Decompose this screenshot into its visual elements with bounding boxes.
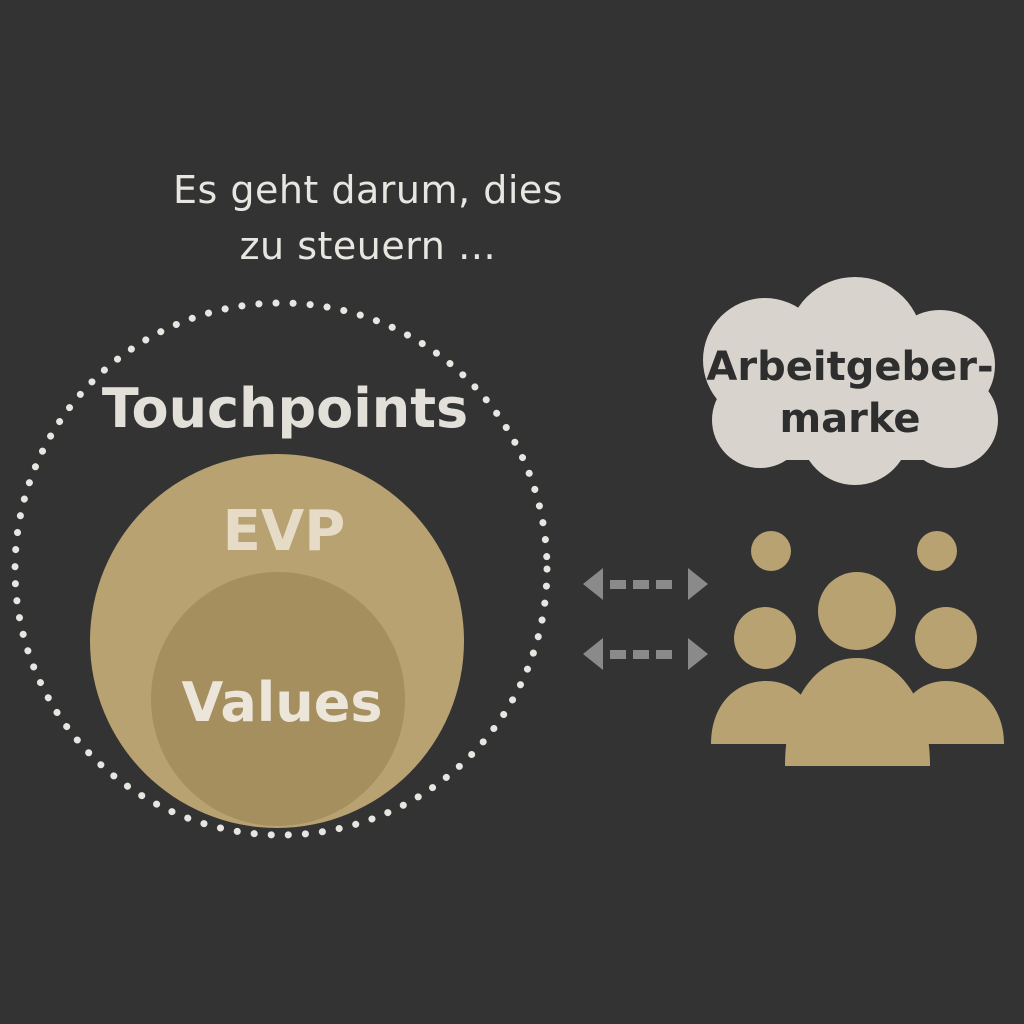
headline-line-2: zu steuern … — [239, 224, 497, 268]
cloud-label-line-1: Arbeitgeber- — [706, 344, 993, 390]
touchpoints-dotted-ring — [11, 299, 551, 839]
headline-line-1: Es geht darum, dies — [172, 168, 564, 212]
people-group-icon — [711, 531, 1004, 766]
values-circle — [151, 572, 405, 826]
double-headed-dashed-arrow-icon — [583, 638, 708, 670]
evp-label: EVP — [223, 499, 346, 564]
cloud-label-line-2: marke — [779, 396, 920, 442]
headline: Es geht darum, dies zu steuern … — [120, 162, 616, 274]
double-headed-dashed-arrow-icon — [583, 568, 708, 600]
employer-brand-cloud — [703, 277, 998, 485]
values-label: Values — [182, 671, 383, 734]
touchpoints-label: Touchpoints — [102, 377, 468, 440]
